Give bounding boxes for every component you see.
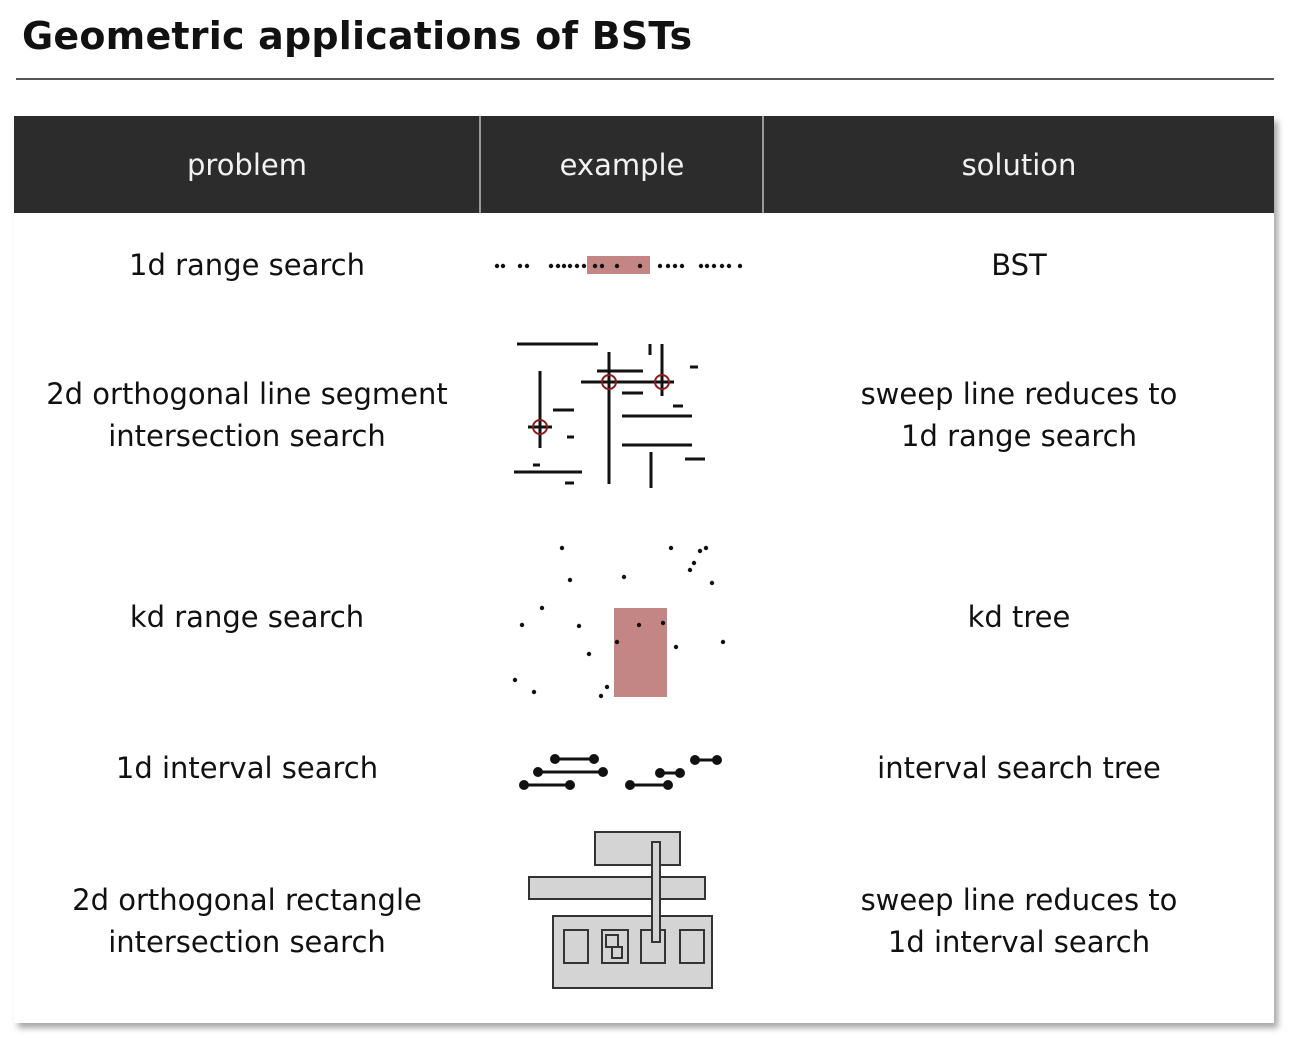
kd-range-search-diagram <box>512 545 726 699</box>
solution-cell: kd tree <box>764 586 1274 648</box>
solution-line: sweep line reduces to <box>860 883 1178 917</box>
line-segment-intersection-diagram <box>514 342 705 488</box>
problem-cell: 2d orthogonal rectangle intersection sea… <box>14 878 480 964</box>
table-header: problem example solution <box>14 116 1274 213</box>
solution-cell: sweep line reduces to 1d range search <box>764 372 1274 458</box>
solution-line: kd tree <box>967 600 1071 634</box>
problem-cell: 2d orthogonal line segment intersection … <box>14 372 480 458</box>
solution-line: BST <box>991 248 1047 282</box>
1d-range-search-diagram <box>494 256 743 274</box>
header-divider <box>762 116 764 213</box>
solution-line: 1d range search <box>901 419 1137 453</box>
solution-cell: interval search tree <box>764 737 1274 799</box>
solution-line: sweep line reduces to <box>860 377 1178 411</box>
solution-cell: BST <box>764 234 1274 296</box>
title-divider <box>16 78 1274 80</box>
solution-cell: sweep line reduces to 1d interval search <box>764 878 1274 964</box>
problem-line: intersection search <box>108 419 386 453</box>
solution-line: 1d interval search <box>887 925 1151 959</box>
header-solution: solution <box>961 147 1077 182</box>
kd-points <box>512 545 726 699</box>
range-rectangle <box>614 608 667 697</box>
problem-cell: 1d range search <box>14 234 480 296</box>
header-problem: problem <box>187 147 307 182</box>
problem-cell: 1d interval search <box>14 737 480 799</box>
problem-line: 2d orthogonal line segment <box>46 377 448 411</box>
range-points <box>494 263 743 269</box>
problem-line: intersection search <box>108 925 386 959</box>
intersection-markers <box>532 374 670 435</box>
header-divider <box>479 116 481 213</box>
problem-line: 2d orthogonal rectangle <box>72 883 422 917</box>
problem-line: 1d interval search <box>115 751 379 785</box>
problem-line: kd range search <box>129 600 365 634</box>
sweep-line <box>651 841 661 943</box>
problem-line: 1d range search <box>129 248 365 282</box>
rectangle-intersection-diagram <box>528 831 713 989</box>
interval-search-diagram <box>519 754 722 790</box>
solution-line: interval search tree <box>877 751 1161 785</box>
page-title: Geometric applications of BSTs <box>22 14 693 58</box>
problem-cell: kd range search <box>14 586 480 648</box>
header-example: example <box>559 147 685 182</box>
